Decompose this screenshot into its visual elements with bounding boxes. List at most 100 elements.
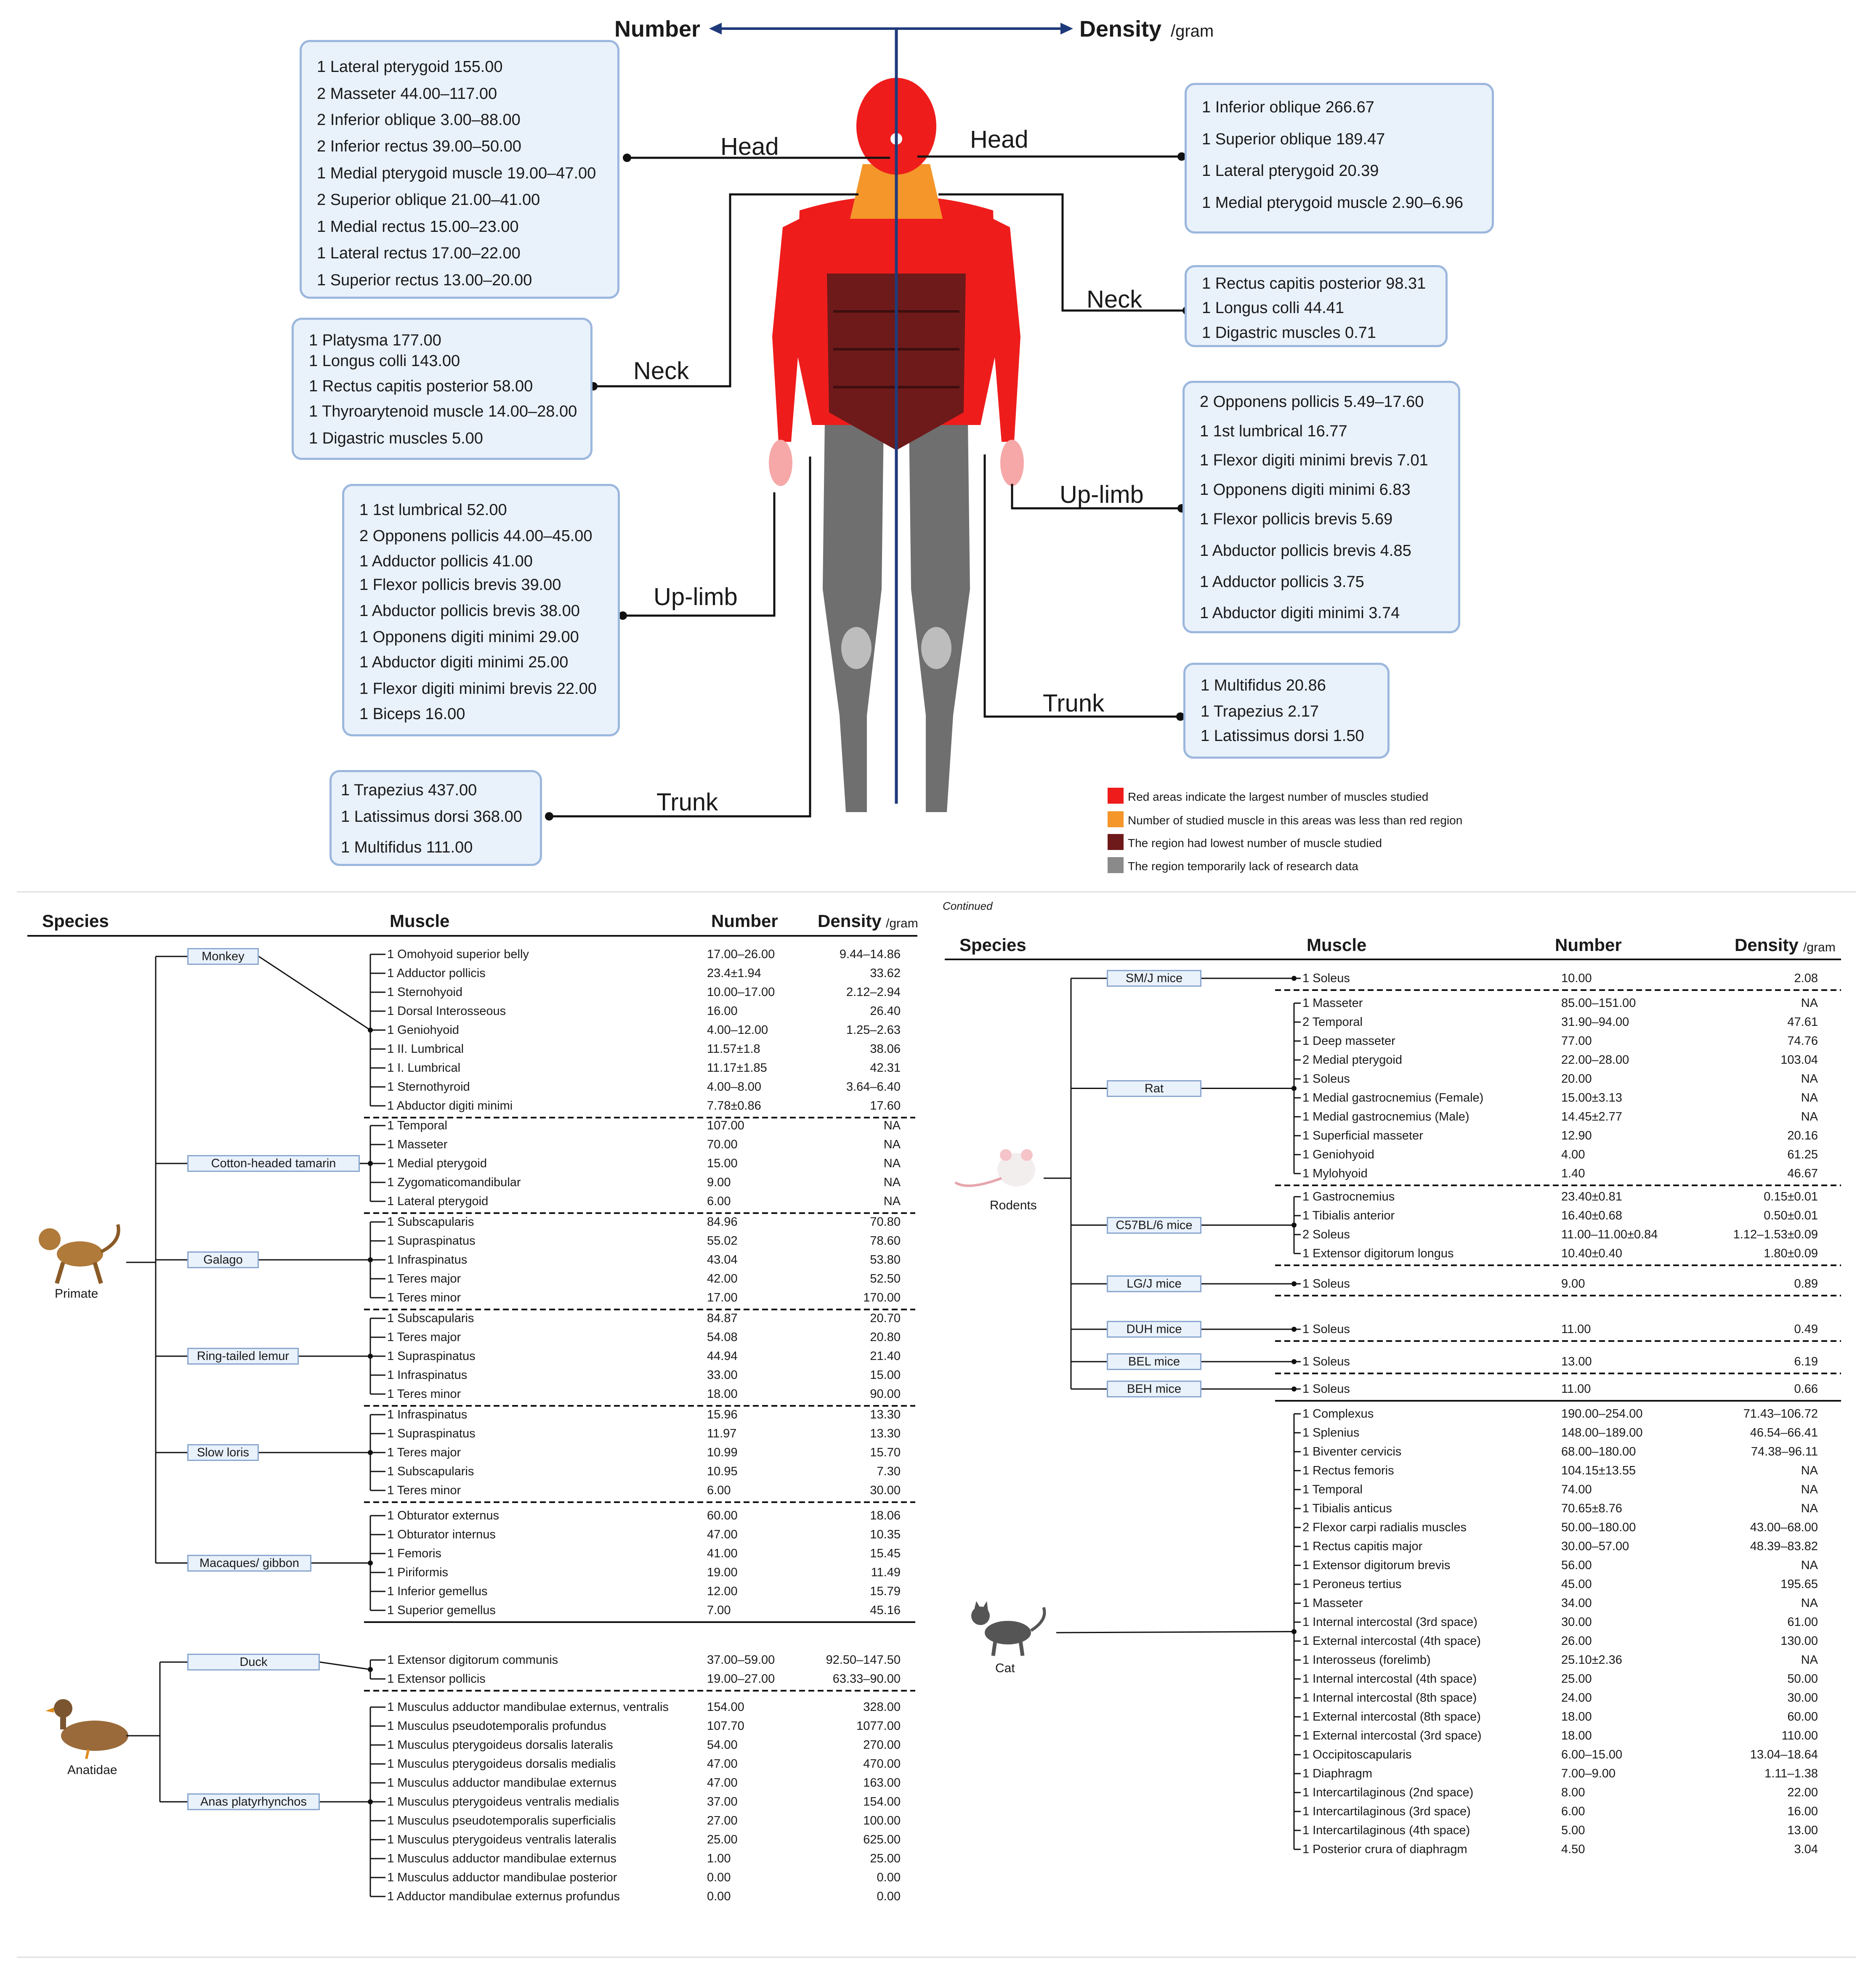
number-cell: 16.40±0.68 [1561, 1209, 1622, 1222]
divider [17, 1957, 1856, 1958]
number-cell: 18.00 [1561, 1729, 1592, 1742]
number-cell: 4.00–8.00 [707, 1080, 762, 1094]
density-cell: 70.80 [870, 1215, 901, 1229]
density-cell: 0.66 [1794, 1382, 1818, 1396]
number-cell: 190.00–254.00 [1561, 1407, 1643, 1421]
density-cell: 30.00 [870, 1484, 901, 1497]
number-cell: 25.00 [1561, 1672, 1592, 1686]
number-cell: 26.00 [1561, 1634, 1592, 1648]
density-cell: 1077.00 [856, 1719, 901, 1733]
muscle-cell: 1 Teres minor [387, 1484, 461, 1497]
number-cell: 10.40±0.40 [1561, 1247, 1622, 1260]
number-cell: 68.00–180.00 [1561, 1445, 1636, 1458]
muscle-cell: 1 External intercostal (8th space) [1302, 1710, 1481, 1724]
right-trunk-label: Trunk [1043, 690, 1105, 717]
left-neck-label: Neck [633, 357, 689, 385]
muscle-cell: 1 External intercostal (3rd space) [1302, 1729, 1482, 1742]
number-cell: 7.00 [707, 1604, 731, 1617]
number-cell: 33.00 [707, 1368, 738, 1382]
list-item: 2 Opponens pollicis 44.00–45.00 [359, 527, 593, 545]
list-item: 1 Trapezius 2.17 [1201, 703, 1319, 720]
density-cell: 61.25 [1787, 1148, 1818, 1161]
number-cell: 42.00 [707, 1272, 738, 1285]
list-item: 1 Multifidus 111.00 [341, 839, 473, 856]
density-cell: 10.35 [870, 1528, 901, 1541]
density-cell: 22.00 [1787, 1786, 1818, 1799]
muscle-cell: 1 Masseter [1302, 996, 1363, 1010]
number-cell: 41.00 [707, 1547, 738, 1560]
muscle-cell: 1 Teres minor [387, 1291, 461, 1304]
muscle-cell: 1 Intercartilaginous (3rd space) [1302, 1805, 1471, 1818]
number-cell: 7.78±0.86 [707, 1099, 761, 1113]
right-head-label: Head [970, 126, 1028, 153]
number-cell: 44.94 [707, 1349, 738, 1363]
density-cell: 26.40 [870, 1004, 901, 1018]
density-cell: 0.50±0.01 [1764, 1209, 1818, 1222]
muscle-cell: 1 Infraspinatus [387, 1408, 468, 1421]
muscle-cell: 1 Splenius [1302, 1426, 1360, 1440]
list-item: 2 Inferior oblique 3.00–88.00 [317, 111, 521, 129]
number-cell: 20.00 [1561, 1072, 1592, 1086]
number-cell: 11.57±1.8 [707, 1042, 760, 1056]
number-cell: 11.97 [707, 1427, 737, 1440]
density-cell: 1.12–1.53±0.09 [1733, 1228, 1818, 1241]
number-cell: 9.00 [707, 1176, 731, 1189]
muscle-cell: 1 Musculus pseudotemporalis superficiali… [387, 1814, 616, 1827]
number-cell: 154.00 [707, 1700, 744, 1714]
legend-item: The region had lowest number of muscle s… [1128, 837, 1382, 850]
number-cell: 11.00 [1561, 1382, 1591, 1396]
muscle-cell: 1 Gastrocnemius [1302, 1190, 1395, 1203]
density-cell: 163.00 [863, 1776, 901, 1790]
list-item: 1 Lateral pterygoid 155.00 [317, 58, 503, 76]
number-cell: 13.00 [1561, 1355, 1592, 1368]
number-cell: 47.00 [707, 1528, 738, 1541]
right-uplimb-box: 2 Opponens pollicis 5.49–17.60 1 1st lum… [1182, 381, 1460, 633]
left-uplimb-label: Up-limb [654, 583, 738, 611]
list-item: 1 Abductor pollicis brevis 4.85 [1200, 542, 1411, 560]
density-cell: NA [883, 1195, 901, 1208]
density-cell: NA [1801, 1559, 1818, 1572]
density-cell: 20.70 [870, 1312, 901, 1325]
number-cell: 18.00 [1561, 1710, 1592, 1724]
muscle-cell: 1 Rectus capitis major [1302, 1540, 1423, 1553]
number-cell: 19.00–27.00 [707, 1672, 775, 1686]
density-cell: 13.30 [870, 1427, 901, 1440]
number-cell: 4.00–12.00 [707, 1023, 768, 1037]
muscle-cell: 1 Soleus [1302, 1323, 1350, 1336]
list-item: 1 Longus colli 44.41 [1202, 299, 1345, 317]
density-cell: 38.06 [870, 1042, 901, 1056]
list-item: 1 Opponens digiti minimi 6.83 [1200, 481, 1411, 499]
list-item: 1 Superior rectus 13.00–20.00 [317, 271, 532, 289]
left-header-density-unit: /gram [886, 916, 918, 930]
species-box: Macaques/ gibbon [187, 1554, 311, 1572]
species-box: BEH mice [1107, 1381, 1201, 1397]
muscle-cell: 1 II. Lumbrical [387, 1042, 464, 1056]
density-cell: 17.60 [870, 1099, 901, 1113]
muscle-cell: 1 Mylohyoid [1302, 1167, 1368, 1180]
list-item: 1 Thyroarytenoid muscle 14.00–28.00 [309, 403, 577, 420]
number-cell: 24.00 [1561, 1691, 1592, 1705]
density-cell: 15.70 [870, 1446, 901, 1459]
left-head-label: Head [720, 133, 779, 160]
legend-item: Red areas indicate the largest number of… [1128, 790, 1429, 803]
muscle-cell: 1 Temporal [387, 1119, 447, 1132]
density-cell: 42.31 [870, 1061, 901, 1075]
muscle-cell: 1 Piriformis [387, 1566, 449, 1579]
density-cell: 13.00 [1787, 1824, 1818, 1837]
muscle-cell: 2 Flexor carpi radialis muscles [1302, 1521, 1467, 1534]
continued-note: Continued [943, 900, 993, 912]
number-cell: 9.00 [1561, 1277, 1585, 1291]
list-item: 1 Rectus capitis posterior 58.00 [309, 377, 533, 395]
muscle-cell: 1 Internal intercostal (4th space) [1302, 1672, 1477, 1686]
left-header-density: Density [818, 911, 882, 931]
species-box: Cotton-headed tamarin [187, 1155, 360, 1172]
list-item: 1 Superior oblique 189.47 [1202, 130, 1385, 148]
density-cell: 63.33–90.00 [832, 1672, 901, 1686]
muscle-cell: 1 Extensor digitorum brevis [1302, 1559, 1451, 1572]
density-cell: 46.67 [1787, 1167, 1818, 1180]
species-box: DUH mice [1107, 1321, 1201, 1338]
muscle-cell: 1 Extensor digitorum communis [387, 1653, 558, 1667]
number-cell: 0.00 [707, 1890, 731, 1903]
species-box: Galago [187, 1251, 259, 1268]
muscle-cell: 1 Medial gastrocnemius (Male) [1302, 1110, 1469, 1123]
